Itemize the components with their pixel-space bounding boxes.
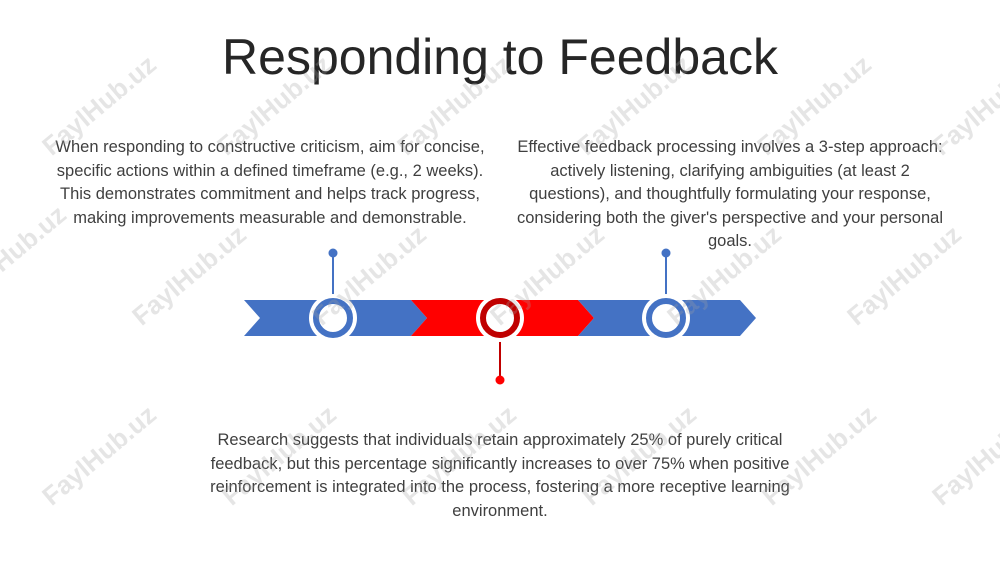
bottom-description: Research suggests that individuals retai…: [210, 431, 790, 520]
connector-dot-1: [328, 248, 338, 258]
left-description: When responding to constructive criticis…: [55, 138, 485, 227]
milestone-ring-3: [642, 294, 690, 342]
right-description: Effective feedback processing involves a…: [517, 138, 943, 250]
slide-title: Responding to Feedback: [222, 29, 778, 85]
connector-dot-3: [661, 248, 671, 258]
milestone-ring-1: [309, 294, 357, 342]
connector-dot-2: [495, 375, 505, 385]
milestone-ring-2: [476, 294, 524, 342]
